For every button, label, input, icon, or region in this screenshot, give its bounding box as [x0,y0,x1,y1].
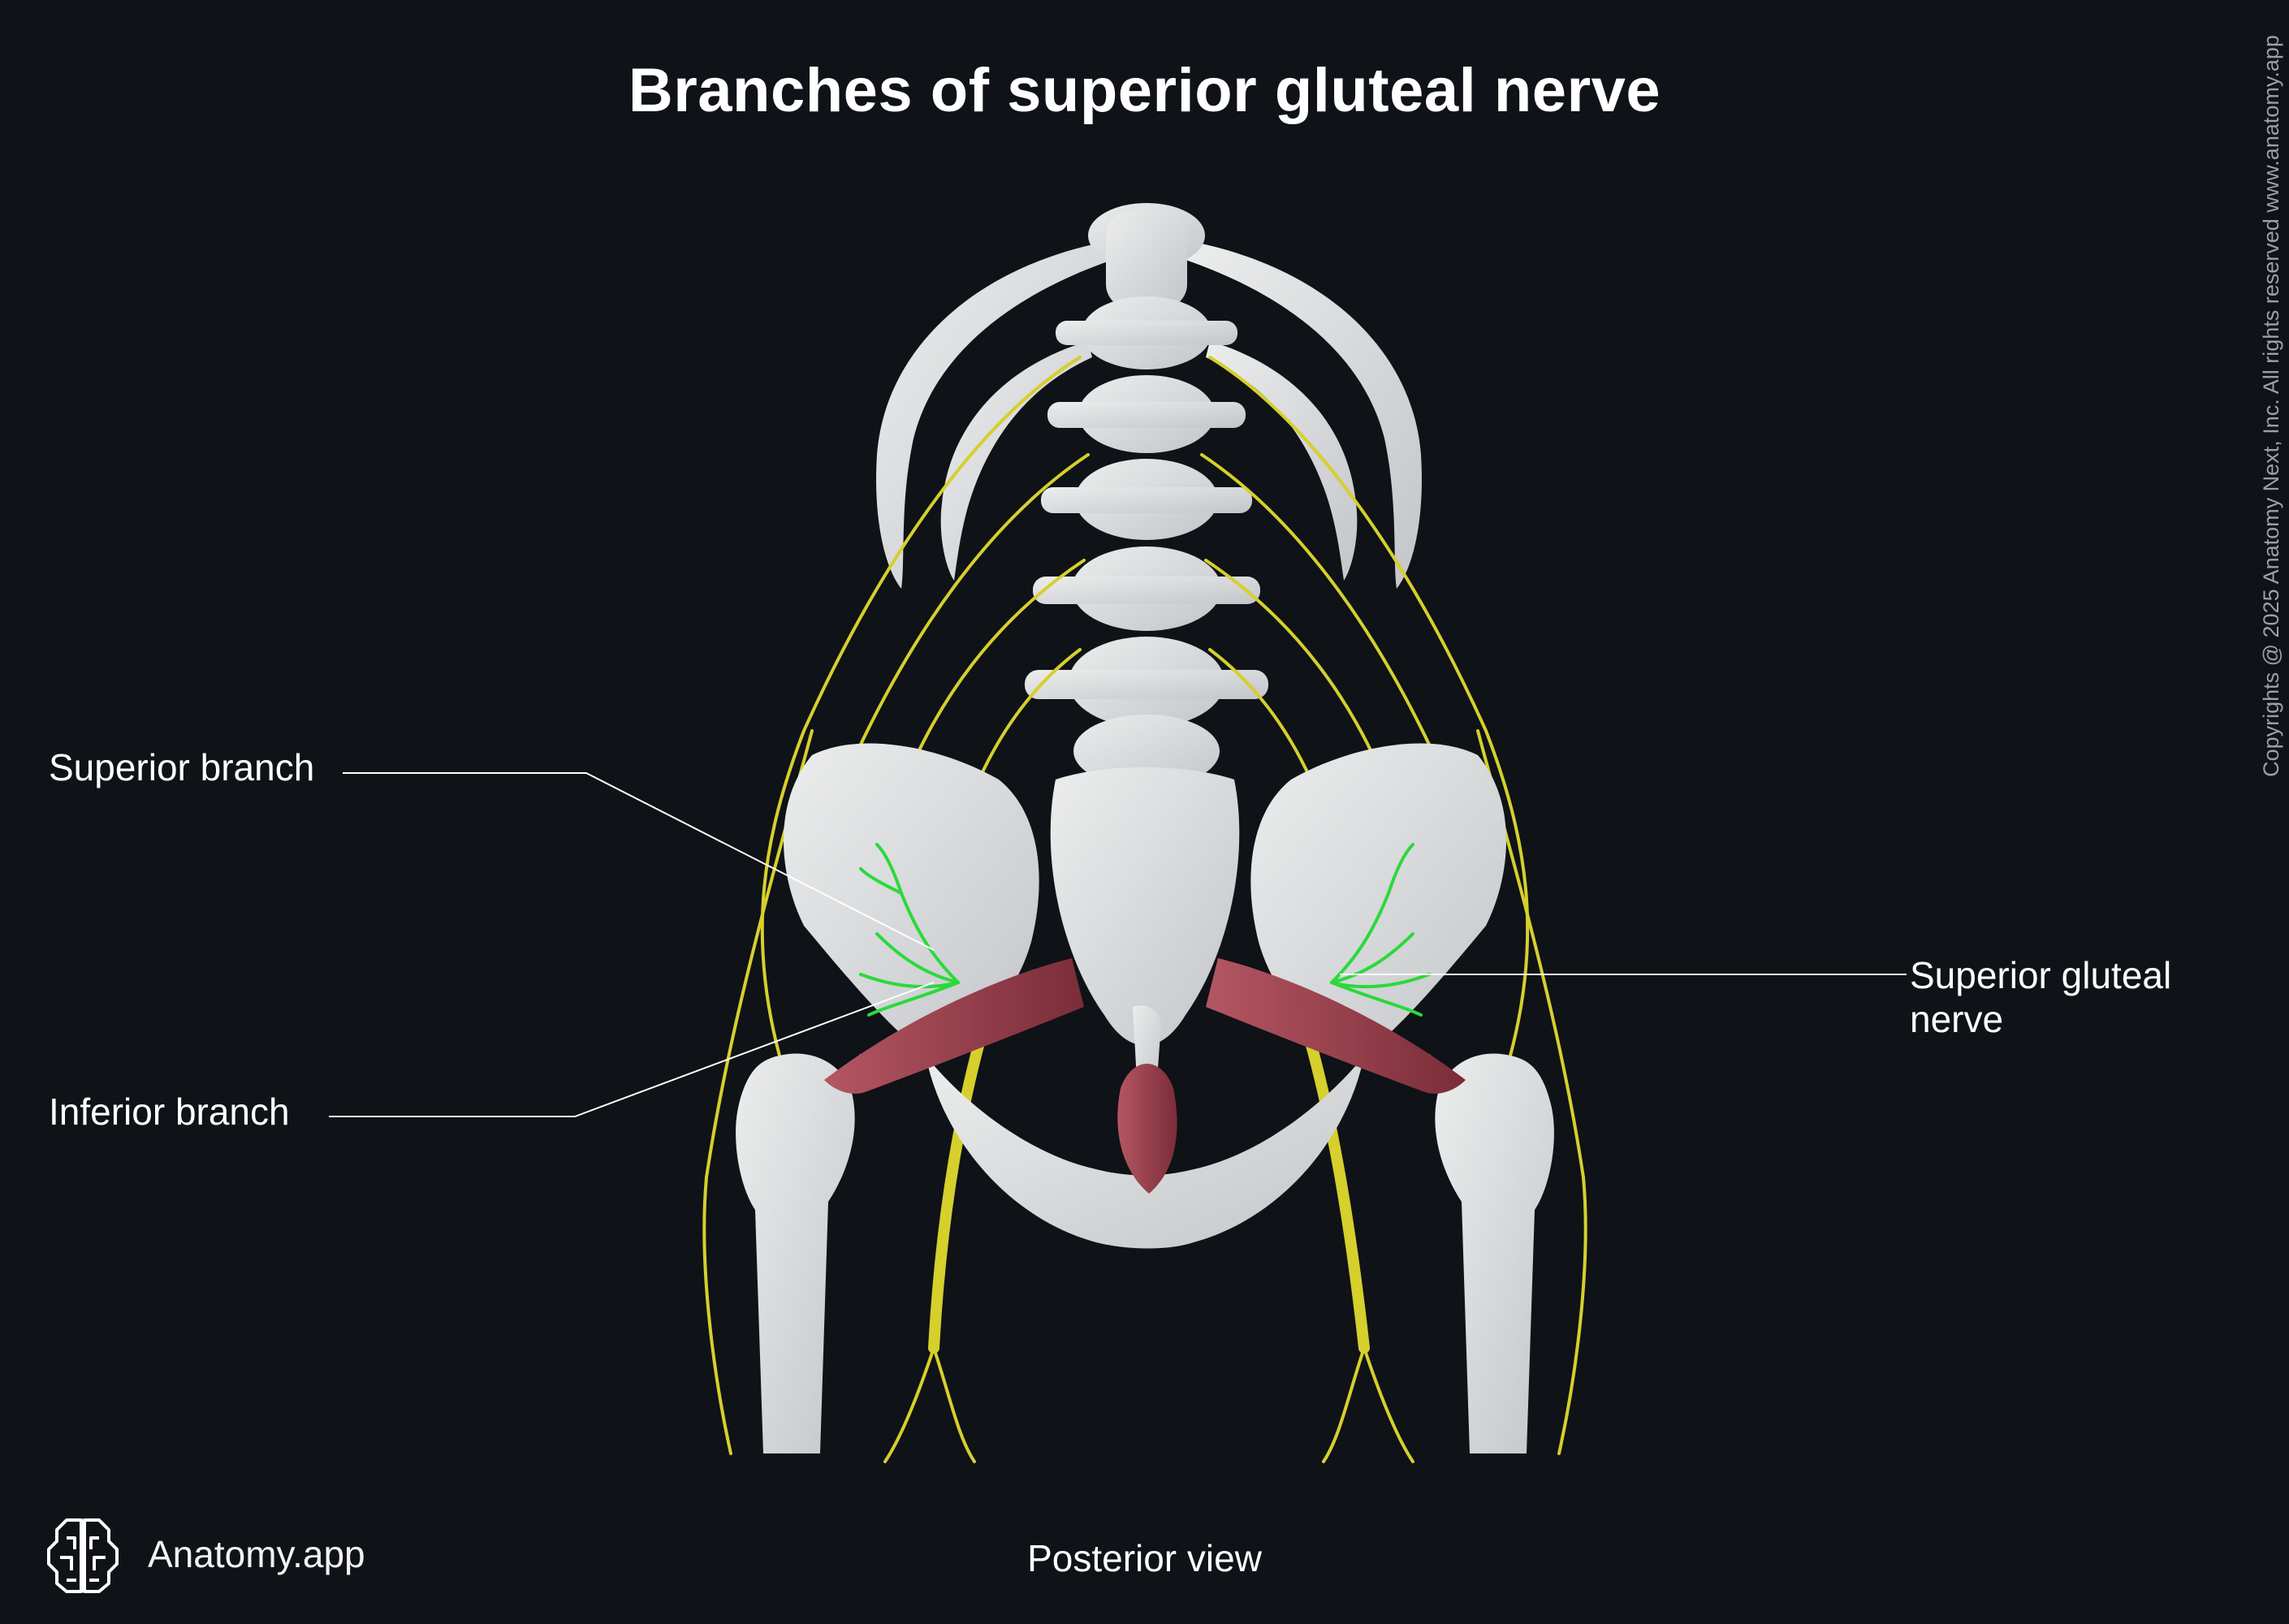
brand-name: Anatomy.app [148,1533,365,1575]
lumbar-vertebrae [1025,203,1268,788]
rib-right [1186,242,1422,589]
diagram-title: Branches of superior gluteal nerve [628,56,1661,125]
leader-lines [329,772,1907,1117]
brand[interactable]: Anatomy.app [42,1512,365,1596]
femurs [736,1053,1554,1453]
label-superior-branch: Superior branch [49,746,315,788]
superior-gluteal-nerve-right [1330,843,1431,1017]
pelvis [784,743,1506,1249]
rib-left [876,242,1112,589]
view-caption: Posterior view [1027,1537,1262,1579]
copyright-notice: Copyrights @ 2025 Anatomy Next, Inc. All… [2259,35,2283,777]
brain-logo-icon [47,1518,119,1593]
superior-gluteal-nerve-left [859,843,960,1017]
piriformis-muscles [824,958,1466,1194]
label-superior-gluteal-nerve: Superior gluteal nerve [1910,954,2172,1040]
label-inferior-branch: Inferior branch [49,1091,290,1133]
leader-superior-branch [343,772,935,951]
leader-inferior-branch [329,982,935,1117]
